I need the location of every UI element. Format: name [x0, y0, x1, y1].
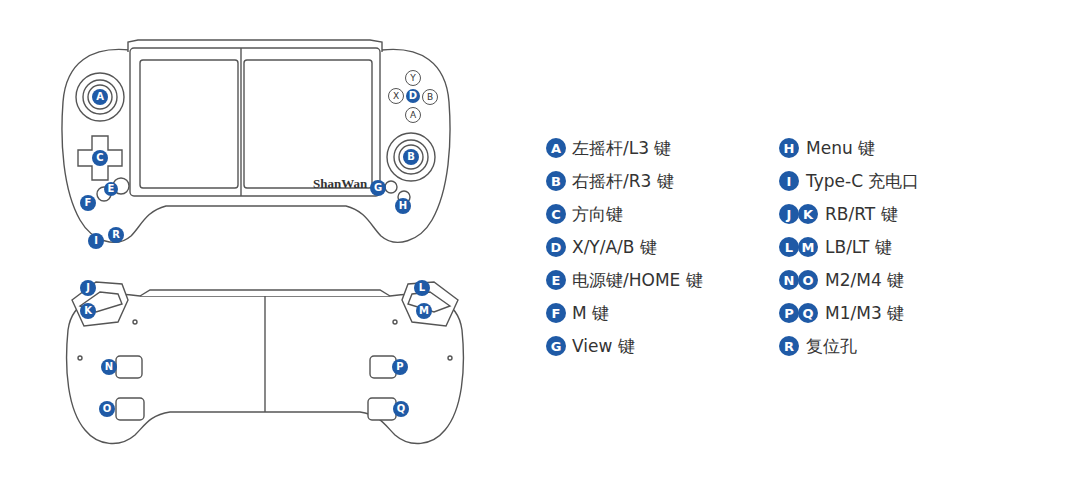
legend-letter: P: [779, 303, 799, 323]
back-body: [67, 294, 464, 443]
callout-letter: H: [395, 198, 411, 214]
callout-letter: I: [88, 233, 104, 249]
face-button: Y: [405, 70, 421, 86]
callout-letter: G: [370, 180, 386, 196]
front-screen-right: [244, 60, 372, 188]
legend-letter: H: [779, 138, 799, 158]
front-holder: [130, 48, 380, 196]
view-button: [385, 181, 397, 193]
legend-letter: M: [798, 237, 818, 257]
right-stick-top: [399, 145, 423, 169]
callout-letter: N: [101, 359, 117, 375]
legend-text: LB/LT 键: [825, 237, 892, 257]
legend-text: M 键: [572, 303, 609, 323]
legend-letter: O: [798, 270, 818, 290]
legend-letter: Q: [798, 303, 818, 323]
legend-text: 左摇杆/L3 键: [572, 138, 671, 158]
left-stick: [83, 80, 117, 114]
back-top-edge: [140, 290, 390, 296]
screw-dot: [393, 320, 397, 324]
legend-letter: C: [546, 204, 566, 224]
legend-letter: E: [546, 270, 566, 290]
callout-letter: Q: [393, 401, 409, 417]
callout-letter: B: [403, 149, 419, 165]
screw-dot: [448, 356, 452, 360]
legend-text: RB/RT 键: [825, 204, 898, 224]
callout-letter: C: [92, 150, 108, 166]
legend-text: 电源键/HOME 键: [572, 270, 703, 290]
front-screen-left: [140, 60, 238, 188]
legend-text: Type-C 充电口: [806, 171, 919, 191]
callout-letter: E: [104, 182, 118, 196]
callout-letter: M: [416, 303, 432, 319]
front-body: [62, 49, 450, 242]
legend-letter: F: [546, 303, 566, 323]
legend-letter: L: [779, 237, 799, 257]
legend-text: 复位孔: [806, 336, 857, 356]
face-button: B: [422, 89, 438, 105]
back-hinge: [264, 296, 265, 412]
callout-letter: R: [108, 227, 124, 243]
legend-letter: G: [546, 336, 566, 356]
screw-dot: [78, 356, 82, 360]
front-hinge: [240, 48, 241, 196]
callout-letter: L: [414, 280, 430, 296]
screw-dot: [133, 320, 137, 324]
legend-letter: A: [546, 138, 566, 158]
legend-text: M2/M4 键: [825, 270, 904, 290]
paddle-m3: [368, 398, 396, 420]
callout-letter: P: [392, 359, 408, 375]
legend-text: 方向键: [572, 204, 623, 224]
right-stick-ring: [387, 133, 435, 181]
legend-letter: R: [779, 336, 799, 356]
legend-letter: K: [798, 204, 818, 224]
dpad: [78, 136, 122, 180]
face-button: X: [388, 88, 404, 104]
callout-letter: O: [99, 401, 115, 417]
legend-letter: I: [779, 171, 799, 191]
left-stick-ring: [76, 73, 124, 121]
right-stick: [394, 140, 428, 174]
callout-letter: K: [80, 303, 96, 319]
paddle-m2: [116, 356, 142, 378]
legend-letter: B: [546, 171, 566, 191]
legend-text: 右摇杆/R3 键: [572, 171, 674, 191]
legend-text: X/Y/A/B 键: [572, 237, 657, 257]
legend-text: Menu 键: [806, 138, 875, 158]
right-trigger: [402, 282, 458, 326]
callout-letter: J: [80, 280, 96, 296]
legend-text: View 键: [572, 336, 635, 356]
paddle-m4: [116, 398, 144, 420]
legend-text: M1/M3 键: [825, 303, 904, 323]
callout-letter: A: [92, 89, 108, 105]
callout-letter: D: [406, 89, 420, 103]
legend-letter: J: [779, 204, 799, 224]
left-stick-top: [88, 85, 112, 109]
legend-letter: N: [779, 270, 799, 290]
callout-letter: F: [80, 195, 96, 211]
legend-letter: D: [546, 237, 566, 257]
face-button: A: [405, 107, 421, 123]
brand-name: ShanWan: [313, 176, 367, 192]
